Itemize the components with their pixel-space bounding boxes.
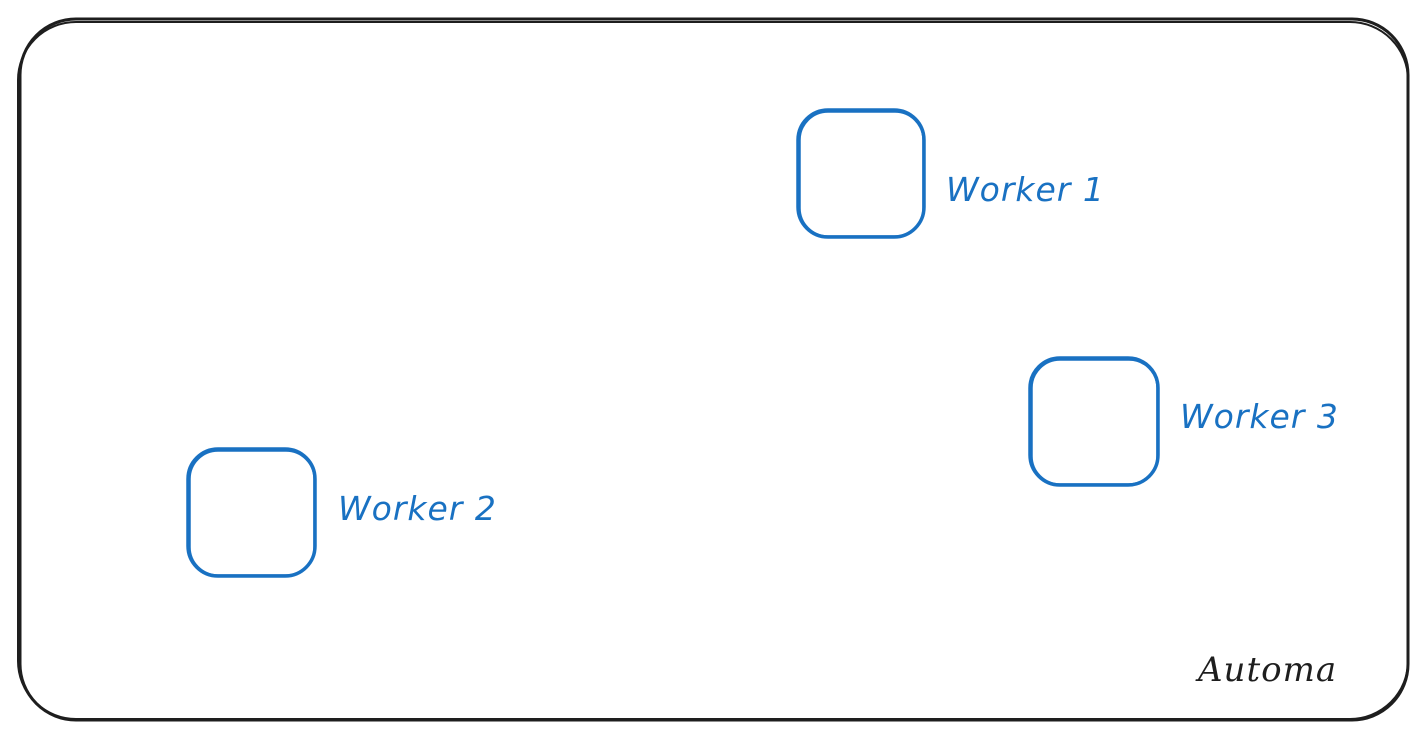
worker-3-label: Worker 3	[1180, 397, 1339, 436]
worker-2-node[interactable]: Worker 2	[186, 447, 497, 578]
worker-3-node[interactable]: Worker 3	[1028, 356, 1339, 487]
worker-1-node[interactable]: Worker 1	[796, 108, 1105, 239]
worker-2-label: Worker 2	[338, 489, 497, 528]
worker-2-box[interactable]	[186, 447, 317, 578]
worker-1-label: Worker 1	[946, 170, 1105, 209]
worker-3-box[interactable]	[1028, 356, 1160, 487]
worker-1-box[interactable]	[796, 108, 926, 239]
footer-label: Automa	[1195, 650, 1337, 690]
outer-frame	[17, 17, 1410, 722]
